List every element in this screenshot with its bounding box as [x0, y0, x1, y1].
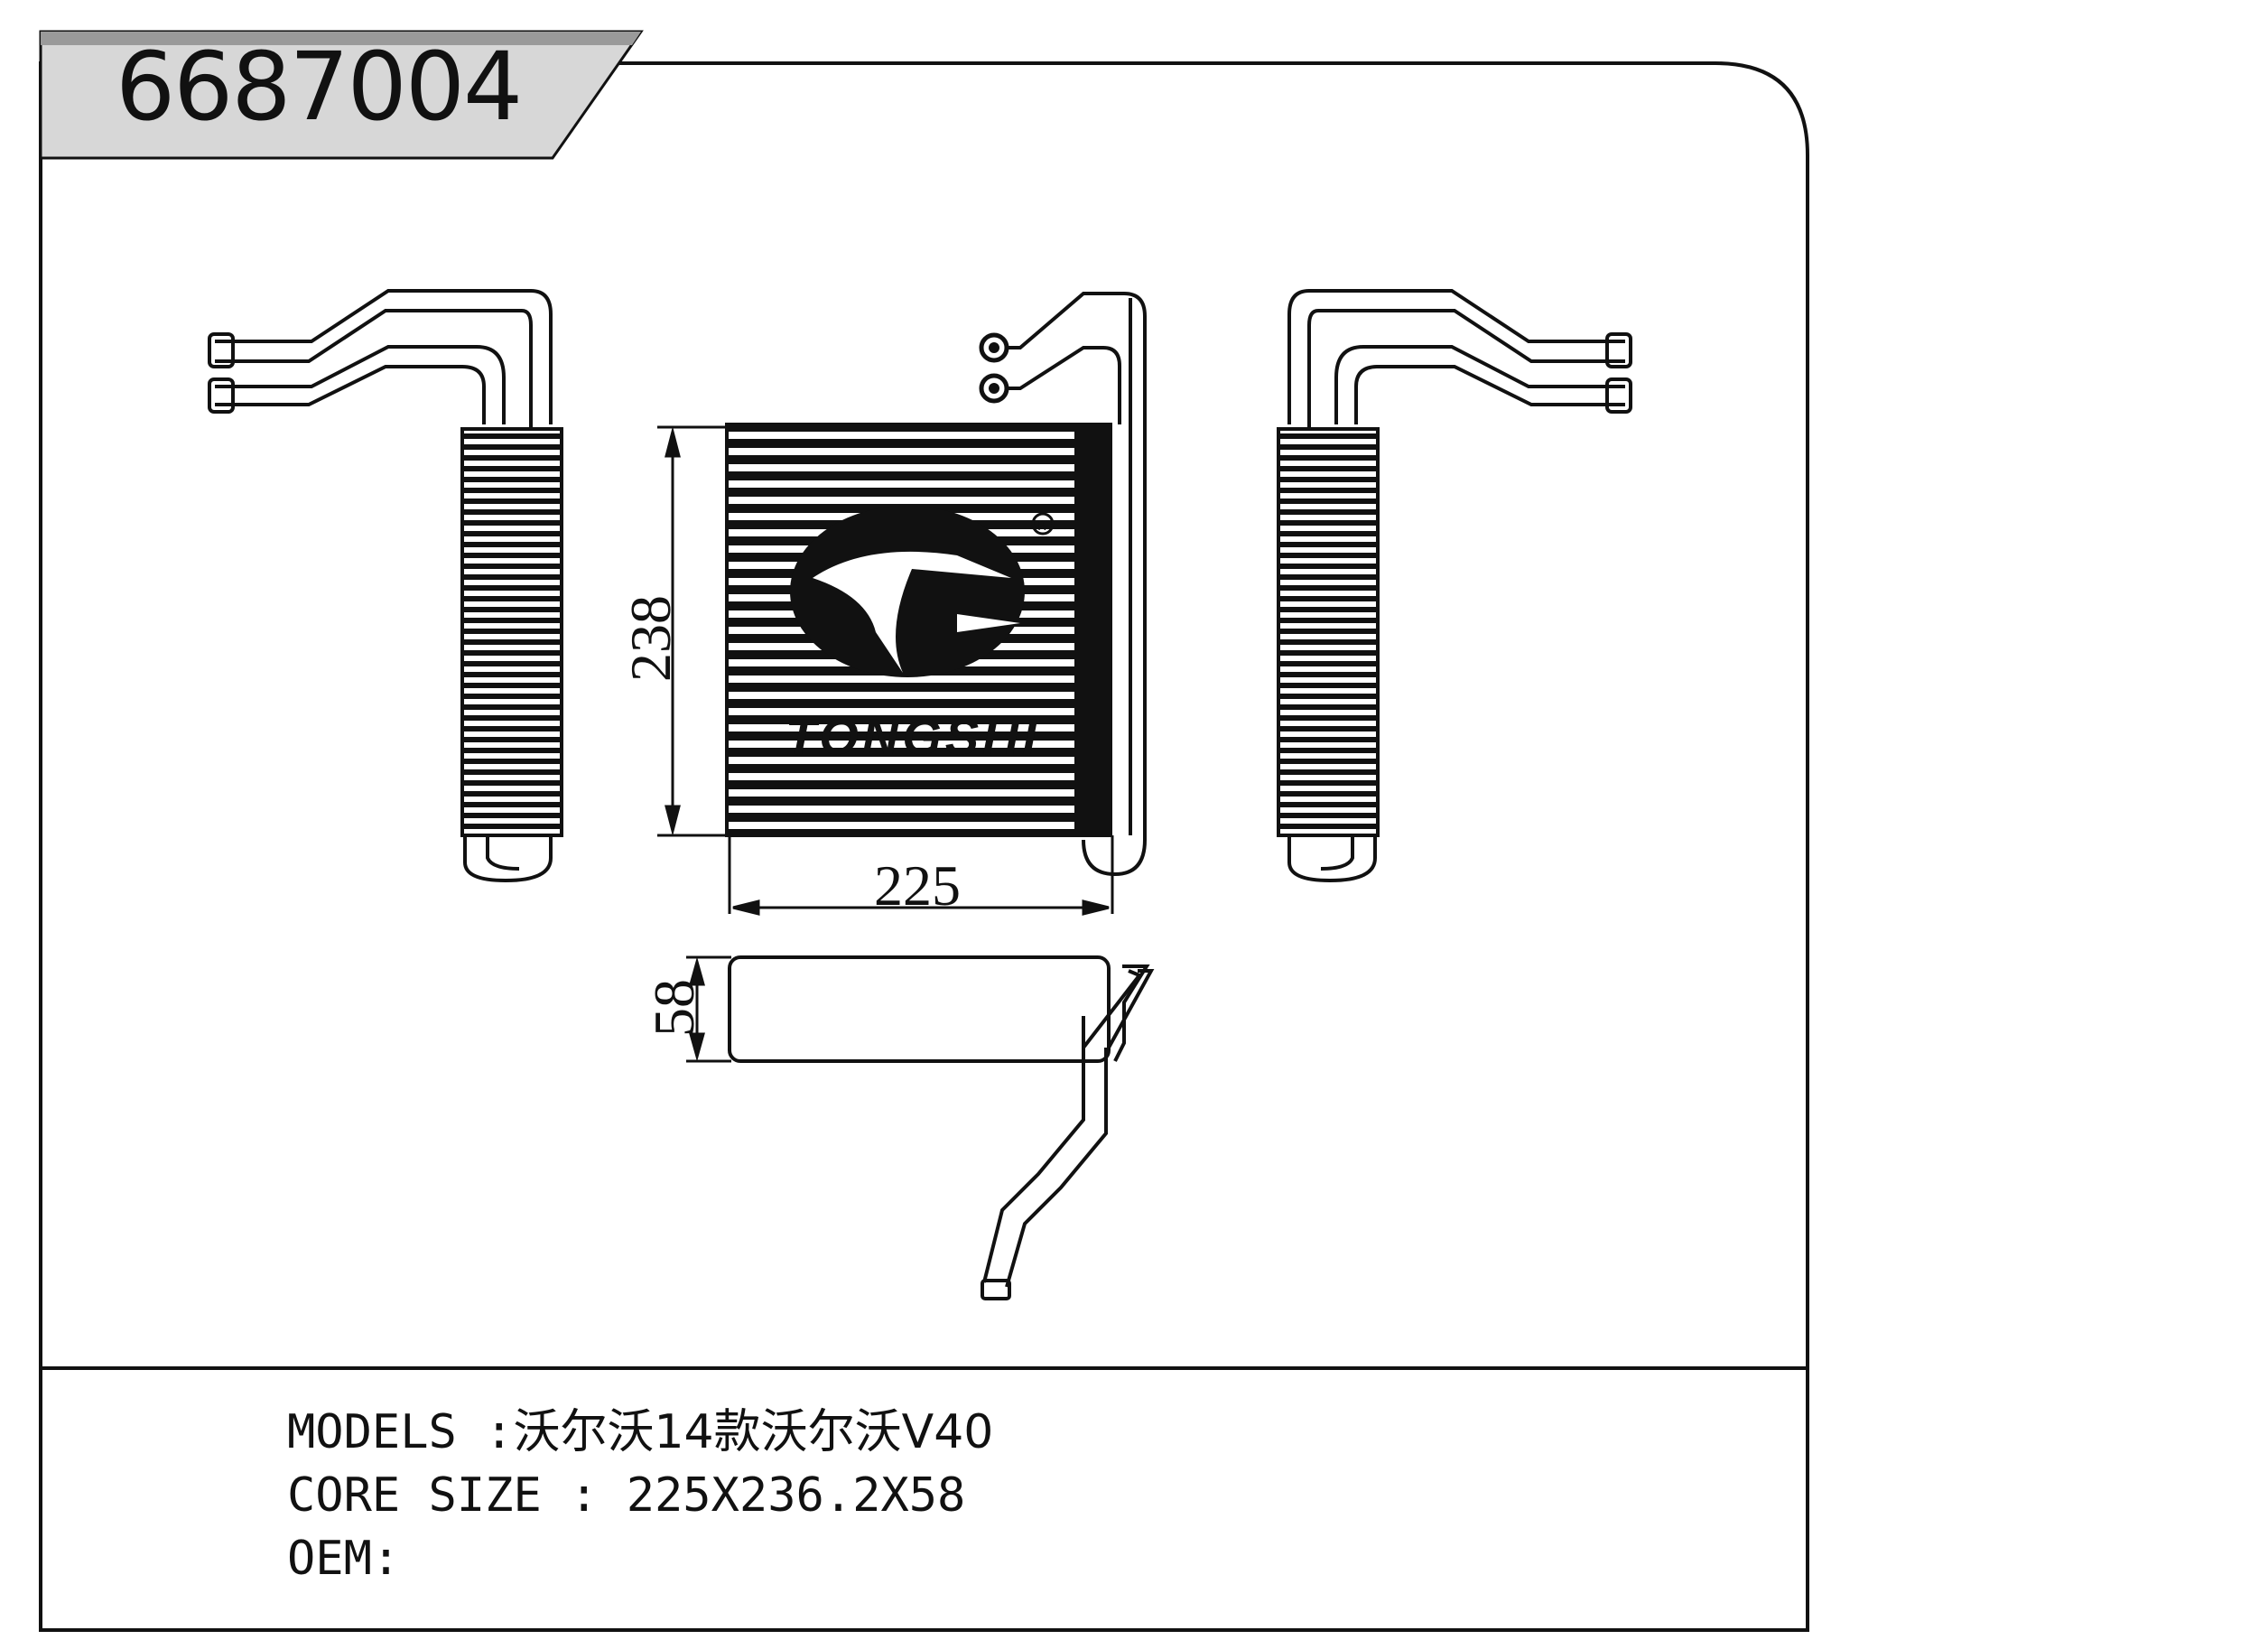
models-label: MODELS :: [287, 1405, 514, 1459]
part-number: 6687004: [116, 32, 523, 142]
top-view-pipes: [981, 964, 1155, 1300]
registered-mark-icon: [1031, 512, 1055, 536]
center-pipes: [993, 292, 1147, 877]
core-size-label: CORE SIZE :: [287, 1468, 627, 1523]
width-dimension-label: 225: [874, 853, 961, 918]
models-value: 沃尔沃14款沃尔沃V40: [513, 1405, 994, 1459]
core-size-line: CORE SIZE : 225X236.2X58: [287, 1472, 965, 1519]
core-right-tank: [1074, 424, 1111, 835]
brand-logo-text: TONGSHI: [785, 708, 1040, 765]
left-core-section: [460, 427, 563, 837]
registered-mark: R: [1037, 519, 1046, 534]
core-top-view: [728, 955, 1111, 1063]
core-size-value: 225X236.2X58: [626, 1468, 966, 1523]
depth-dimension: [686, 955, 731, 1063]
right-core-section: [1277, 427, 1380, 837]
height-dimension: [657, 425, 730, 837]
depth-dimension-label: 58: [642, 979, 706, 1037]
width-dimension: [728, 835, 1114, 916]
models-line: MODELS :沃尔沃14款沃尔沃V40: [287, 1409, 993, 1456]
oem-line: OEM:: [287, 1535, 400, 1582]
right-side-view: [1287, 289, 1632, 883]
oem-label: OEM:: [287, 1532, 401, 1586]
height-dimension-label: 238: [618, 595, 683, 682]
outer-frame: [39, 61, 1809, 1632]
brand-logo-icon: [790, 506, 1025, 677]
